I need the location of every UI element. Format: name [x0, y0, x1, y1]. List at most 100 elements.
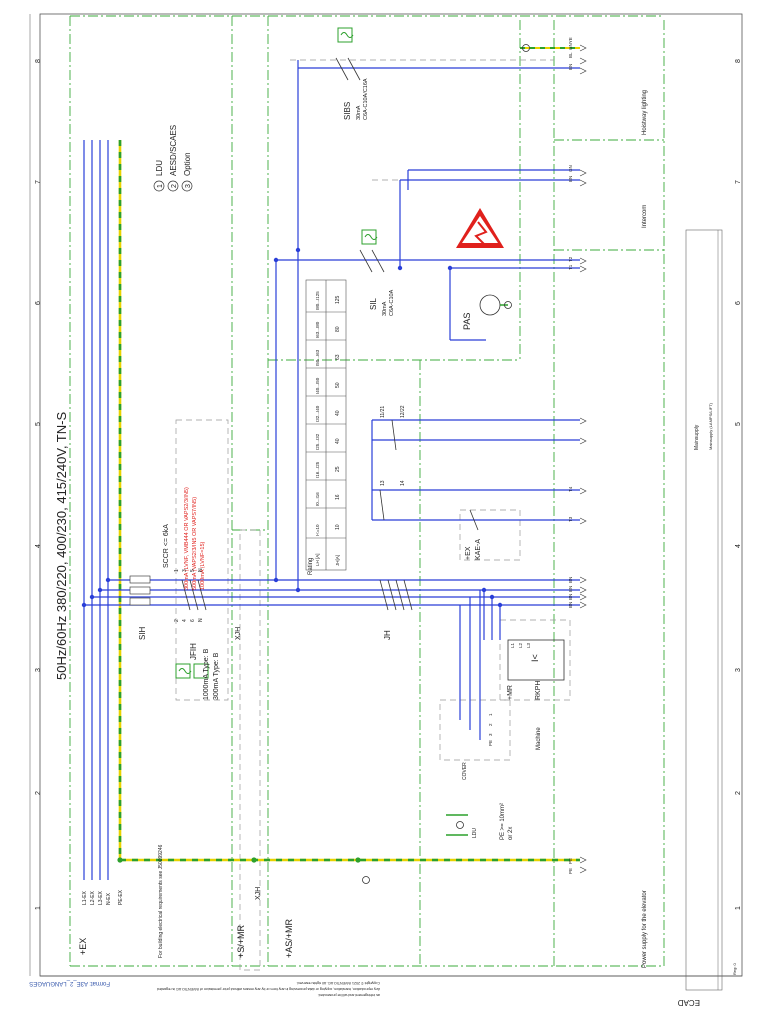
legend-num-1: 1 — [157, 184, 164, 188]
terminal-label-top: BN — [568, 64, 573, 70]
terminal-label-main: BN — [568, 594, 573, 600]
sil-rating: C6A-C10A — [389, 289, 395, 316]
label-jh: JH — [383, 630, 392, 640]
machine-terminal-label: PE — [488, 740, 493, 746]
section-power-supply: Power supply for the elevator — [642, 890, 648, 968]
grid-number-right: 8 — [735, 59, 742, 63]
location-kae-a: KAE-A — [475, 539, 482, 560]
terminal-label-main: BN — [568, 602, 573, 608]
bus-label-l1: L1-EX — [82, 890, 88, 905]
grid-number-left: 2 — [35, 791, 42, 795]
copyright-3: as infringement and will be prosecuted. — [318, 993, 380, 997]
copyright-2: Any reproduction, translation, copying o… — [157, 987, 380, 991]
rating-cell-jh: 16 — [335, 494, 341, 500]
bus-label-l3: L3-EX — [98, 890, 104, 905]
location-mr: +MR — [507, 685, 514, 700]
grid-number-right: 4 — [735, 544, 742, 548]
rating-row1-head: LH [A] — [315, 553, 320, 566]
rating-cell-lh: I0...I16 — [315, 492, 320, 506]
location-s-mr: +S/+MR — [236, 924, 246, 958]
location-ex: +EX — [78, 938, 88, 955]
switch-pin-label: 1 — [174, 569, 180, 572]
rating-cell-lh: I50...I63 — [315, 349, 320, 366]
copyright-1: Copyright © 2021 INVENTIO AG. All rights… — [296, 981, 380, 985]
rating-cell-jh: 63 — [335, 354, 341, 360]
label-sibs: SIBS — [343, 102, 352, 120]
terminal-label-main: BN — [568, 577, 573, 583]
rating-cell-jh: 80 — [335, 326, 341, 332]
grid-number-right: 2 — [735, 791, 742, 795]
grid-number-left: 4 — [35, 544, 42, 548]
format-label: Format: A3E_2_LANGUAGES — [29, 980, 110, 986]
sccr-note: SCCR <= 6kA — [163, 524, 170, 568]
rating-cell-jh: 50 — [335, 382, 341, 388]
rcd-1000ma: 1000mA Type: B — [203, 648, 210, 700]
switch-pin-label: 2 — [174, 619, 180, 622]
switch-pin-label: N — [198, 618, 204, 622]
rating-cell-lh: I80...I125 — [315, 291, 320, 310]
contact-pin-label: 13 — [380, 480, 386, 486]
terminal-label-top: GNYE — [568, 37, 573, 50]
label-sil: SIL — [369, 297, 378, 310]
terminal-label-pe: PE — [568, 858, 573, 864]
sibs-rating: C6A-C10A/C16A — [363, 78, 369, 120]
bus-label-l2: L2-EX — [90, 890, 96, 905]
rating-cell-jh: 40 — [335, 410, 341, 416]
grid-number-right: 5 — [735, 422, 742, 426]
rating-cell-lh: I63...I80 — [315, 321, 320, 338]
rating-cell-lh: I32...I40 — [315, 405, 320, 422]
section-hoistway-lighting: Hoistway lighting — [642, 90, 648, 135]
red-note-2: 500mA (VAPS2/3/IN5 OR VAPS7/IN5) — [192, 497, 198, 590]
rating-cell-jh: 25 — [335, 466, 341, 472]
switch-pin-label: 4 — [182, 619, 188, 622]
switch-pin-label: N — [198, 568, 204, 572]
title-company: ECAD — [678, 998, 700, 1007]
rcd-300ma: 300mA Type: B — [213, 652, 220, 700]
relay-terminal-label: L1 — [510, 642, 515, 648]
bus-label-pe: PE-EX — [118, 889, 124, 905]
rating-cell-jh: 10 — [335, 524, 341, 530]
grid-number-left: 7 — [35, 180, 42, 184]
title-desc: Mainsupply (LAMPS/LIFT) — [708, 402, 713, 450]
rating-cell-lh: I25...I32 — [315, 433, 320, 450]
rating-cell-lh: I<=10 — [315, 524, 320, 536]
grid-number-right: 6 — [735, 301, 742, 305]
label-xjh-2: XJH — [255, 887, 262, 900]
rating-cell-jh: 40 — [335, 438, 341, 444]
title-block — [685, 229, 723, 991]
location-ex-kae: +EX — [465, 546, 472, 560]
ldu-small: LDU — [472, 828, 478, 838]
rating-cell-jh: 125 — [335, 295, 341, 304]
label-sih: SIH — [138, 626, 147, 640]
machine-terminal-label: 3 — [488, 733, 493, 736]
grid-number-right: 3 — [735, 668, 742, 672]
title-project: Mainsupply — [694, 424, 700, 450]
rating-cell-lh: I16...I25 — [315, 461, 320, 478]
pe-note-a: PE >= 10mm² — [500, 803, 506, 840]
rating-row2-head: JH[A] — [335, 555, 340, 566]
grid-number-right: 7 — [735, 180, 742, 184]
location-as-mr: +AS/+MR — [284, 918, 294, 958]
bus-label-n: N-EX — [106, 892, 112, 905]
terminal-label-mid: T4 — [568, 486, 573, 492]
grid-number-left: 1 — [35, 906, 42, 910]
title-sheet: Reg: 0 — [732, 962, 737, 975]
relay-terminal-label: L2 — [518, 642, 523, 648]
building-note: For building electrical requirements see… — [158, 844, 164, 958]
switch-pin-label: 5 — [190, 569, 196, 572]
pe-bus — [118, 47, 580, 862]
grid-number-left: 5 — [35, 422, 42, 426]
rating-table — [305, 279, 347, 571]
legend-num-3: 3 — [185, 184, 192, 188]
terminal-label-top: BL — [568, 52, 573, 58]
switch-pin-label: 3 — [182, 569, 188, 572]
terminal-label-intercom: GN — [568, 165, 573, 172]
location-rkph: RKPH — [535, 681, 542, 700]
switch-pin-label: 6 — [190, 619, 196, 622]
contact-pin-label: 12/22 — [400, 405, 406, 418]
label-pas: PAS — [462, 313, 472, 330]
legend-num-2: 2 — [171, 184, 178, 188]
terminal-label-main: BN — [568, 586, 573, 592]
